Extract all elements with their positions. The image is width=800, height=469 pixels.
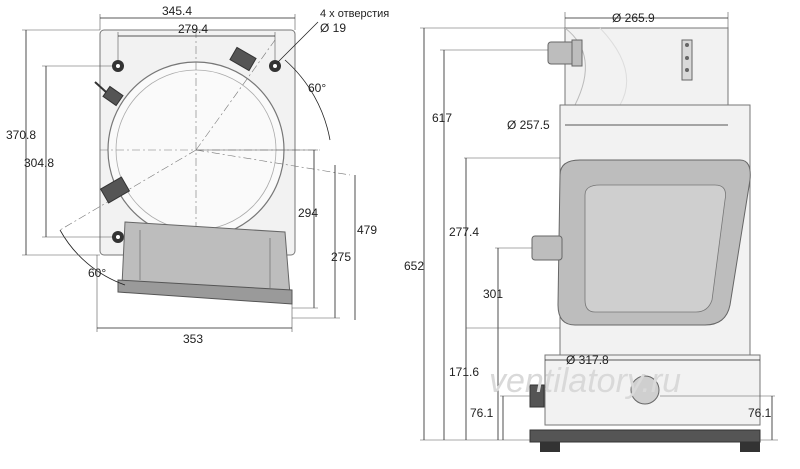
top-view: 345.4 279.4 4 x отверстия Ø 19 60° 60° 3… (6, 4, 389, 346)
dim-479: 479 (357, 223, 377, 237)
dim-base-diameter: Ø 317.8 (566, 353, 609, 367)
dim-height-overall: 370.8 (6, 128, 36, 142)
dim-bolt-spacing-vertical: 304.8 (24, 156, 54, 170)
dim-width-overall: 345.4 (162, 4, 192, 18)
top-shell (564, 27, 729, 106)
dim-275: 275 (331, 250, 351, 264)
dim-617: 617 (432, 111, 452, 125)
base-feet (529, 429, 761, 443)
dim-bolt-spacing-horizontal: 279.4 (178, 22, 208, 36)
dim-76-1-left: 76.1 (470, 406, 494, 420)
oil-fitting (99, 176, 131, 204)
dim-bottom-width: 353 (183, 332, 203, 346)
dim-body-diameter: Ø 257.5 (507, 118, 550, 132)
lifting-bracket (681, 39, 693, 81)
side-view: Ø 265.9 Ø 257.5 Ø 317.8 652 617 277.4 30… (404, 11, 778, 452)
dim-652: 652 (404, 259, 424, 273)
side-port (531, 235, 563, 261)
dim-76-1-right: 76.1 (748, 406, 772, 420)
suction-port (547, 39, 583, 67)
dim-top-diameter: Ø 265.9 (612, 11, 655, 25)
dim-301: 301 (483, 287, 503, 301)
discharge-fitting (94, 81, 124, 107)
hole-diameter: Ø 19 (320, 21, 346, 35)
dim-294: 294 (298, 206, 318, 220)
oil-sight-glass (630, 375, 660, 405)
watermark: ventilatory.ru (489, 362, 681, 400)
angle-top: 60° (308, 81, 326, 95)
dim-171-6: 171.6 (449, 365, 479, 379)
suction-fitting (229, 46, 257, 72)
dim-277-4: 277.4 (449, 225, 479, 239)
holes-note: 4 x отверстия (320, 8, 389, 20)
